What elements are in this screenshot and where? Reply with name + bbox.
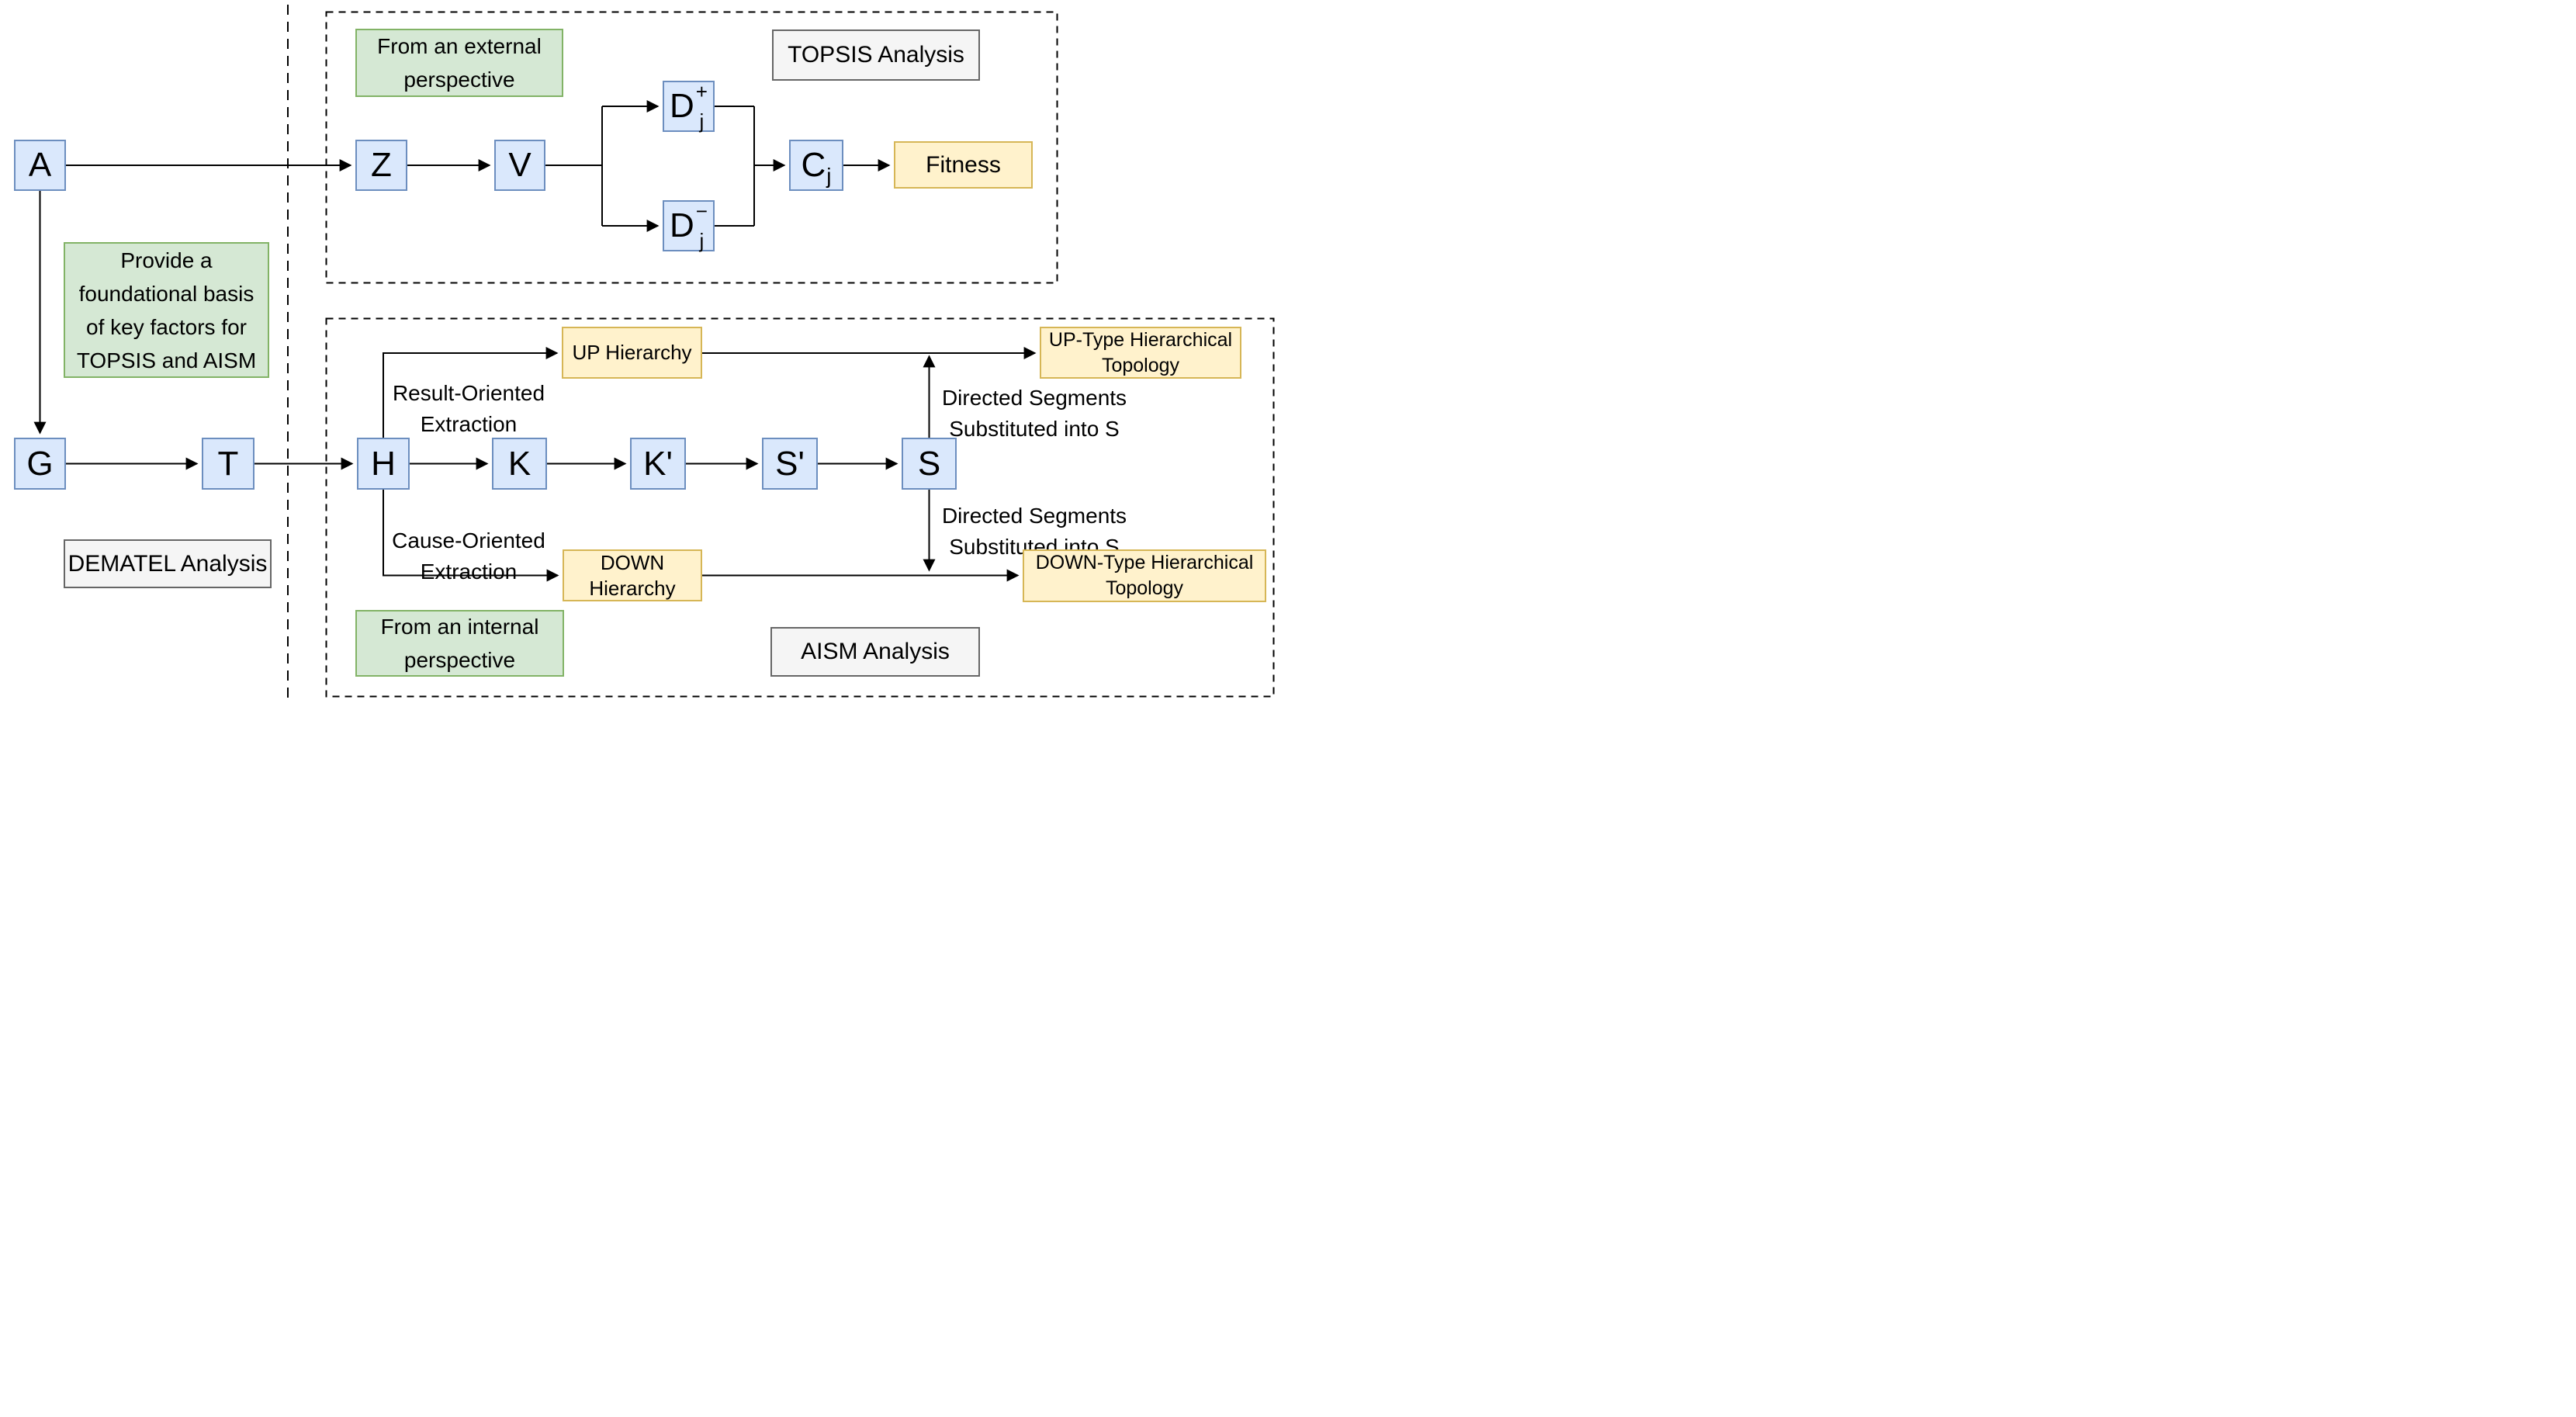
diagram-canvas: A Provide a foundational basis of key fa… xyxy=(0,0,1288,708)
dematel-analysis-label: DEMATEL Analysis xyxy=(64,539,272,588)
dj-minus-sup: − xyxy=(695,199,708,223)
internal-note-line2: perspective xyxy=(403,648,516,672)
node-g-label: G xyxy=(26,444,54,483)
up-hierarchy-text: UP Hierarchy xyxy=(572,341,692,364)
down-hierarchy-line2: Hierarchy xyxy=(589,576,676,600)
fitness-text: Fitness xyxy=(926,152,1001,178)
up-hierarchy-box: UP Hierarchy xyxy=(562,327,702,379)
dematel-analysis-text: DEMATEL Analysis xyxy=(68,550,268,577)
directed-bottom-line1: Directed Segments xyxy=(941,504,1127,528)
provide-note-line1: Provide a xyxy=(120,248,213,272)
external-perspective-note: From an external perspective xyxy=(355,29,563,97)
down-type-line1: DOWN-Type Hierarchical xyxy=(1035,552,1254,573)
node-k-prime: K' xyxy=(630,438,686,490)
provide-note-line3: of key factors for xyxy=(86,314,247,339)
provide-note: Provide a foundational basis of key fact… xyxy=(64,242,269,378)
directed-top-line2: Substituted into S xyxy=(949,417,1120,441)
node-dj-plus: D + j xyxy=(663,81,715,132)
node-s-prime: S' xyxy=(762,438,818,490)
provide-note-line4: TOPSIS and AISM xyxy=(76,348,257,372)
up-type-topology-box: UP-Type Hierarchical Topology xyxy=(1040,327,1241,379)
node-a-label: A xyxy=(28,146,52,184)
arrow-h-to-up-hierarchy xyxy=(383,347,559,438)
node-cj: C j xyxy=(789,140,843,191)
up-type-line2: Topology xyxy=(1101,354,1180,376)
topsis-frame-dashed xyxy=(325,11,1058,284)
aism-analysis-label: AISM Analysis xyxy=(770,627,980,677)
node-z: Z xyxy=(355,140,407,191)
node-t: T xyxy=(202,438,254,490)
node-g: G xyxy=(14,438,66,490)
directed-top-line1: Directed Segments xyxy=(941,386,1127,410)
aism-analysis-text: AISM Analysis xyxy=(801,639,950,664)
fitness-box: Fitness xyxy=(894,141,1033,189)
arrow-h-to-down-hierarchy xyxy=(383,490,559,582)
node-z-label: Z xyxy=(371,146,392,184)
up-type-line1: UP-Type Hierarchical xyxy=(1048,328,1233,351)
dj-minus-sub: j xyxy=(699,229,705,252)
dj-plus-sup: + xyxy=(695,80,708,103)
cj-sub: j xyxy=(826,164,832,188)
result-extraction-line2: Extraction xyxy=(420,412,518,436)
external-note-line2: perspective xyxy=(403,68,515,92)
node-k-prime-label: K' xyxy=(643,444,673,483)
down-hierarchy-box: DOWN Hierarchy xyxy=(563,549,702,601)
provide-note-line2: foundational basis xyxy=(78,281,254,306)
dj-plus-sub: j xyxy=(699,109,705,133)
cj-base: C xyxy=(801,146,826,184)
node-s-prime-label: S' xyxy=(775,444,805,483)
node-s-label: S xyxy=(917,444,941,483)
down-type-topology-box: DOWN-Type Hierarchical Topology xyxy=(1023,549,1266,602)
aism-frame-dashed xyxy=(325,317,1275,698)
down-hierarchy-line1: DOWN xyxy=(600,550,665,574)
topsis-analysis-label: TOPSIS Analysis xyxy=(772,29,980,81)
result-extraction-note: Result-Oriented Extraction xyxy=(386,378,552,440)
node-v: V xyxy=(494,140,545,191)
node-k-label: K xyxy=(507,444,531,483)
node-dj-minus: D − j xyxy=(663,200,715,251)
node-v-label: V xyxy=(508,146,531,184)
external-note-line1: From an external xyxy=(377,34,542,58)
internal-note-line1: From an internal xyxy=(380,615,539,639)
node-k: K xyxy=(492,438,547,490)
node-t-label: T xyxy=(217,444,239,483)
node-h-label: H xyxy=(371,444,396,483)
cause-extraction-line1: Cause-Oriented xyxy=(392,528,545,553)
node-h: H xyxy=(357,438,410,490)
result-extraction-line1: Result-Oriented xyxy=(392,381,545,405)
cause-extraction-note: Cause-Oriented Extraction xyxy=(386,525,552,587)
internal-perspective-note: From an internal perspective xyxy=(355,610,564,677)
directed-segments-top-note: Directed Segments Substituted into S xyxy=(933,383,1135,445)
dj-minus-base: D xyxy=(670,206,694,244)
node-a: A xyxy=(14,140,66,191)
node-s: S xyxy=(902,438,957,490)
dj-plus-base: D xyxy=(670,87,694,125)
connector-layer xyxy=(33,5,1275,705)
topsis-analysis-text: TOPSIS Analysis xyxy=(788,42,964,68)
cause-extraction-line2: Extraction xyxy=(420,560,518,584)
down-type-line2: Topology xyxy=(1105,577,1184,599)
